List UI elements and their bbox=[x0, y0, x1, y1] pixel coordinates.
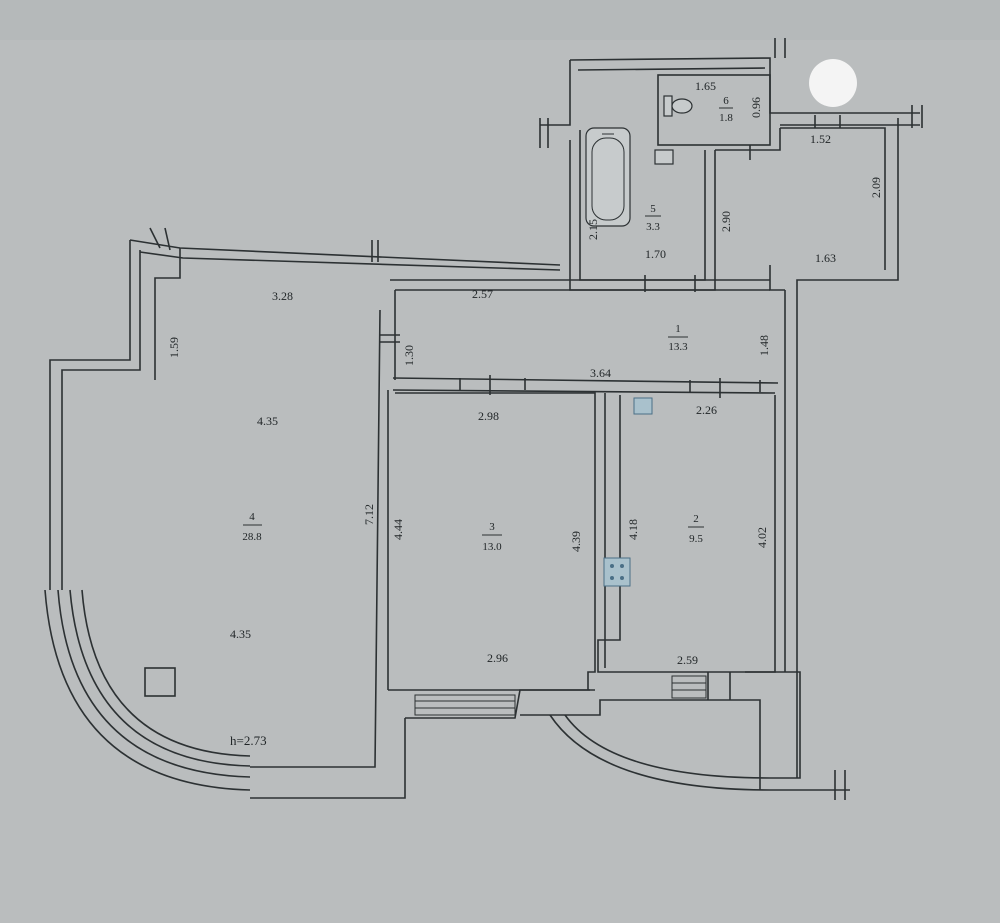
svg-text:6: 6 bbox=[723, 95, 729, 107]
dim-hall-right: 2.09 bbox=[869, 177, 883, 198]
dim-living-top: 3.28 bbox=[272, 289, 293, 303]
room-label-living: 4 28.8 bbox=[242, 511, 262, 543]
dim-wc-top: 1.65 bbox=[695, 79, 716, 93]
dim-corridor-entry: 1.30 bbox=[402, 345, 416, 366]
room-label-kitchen: 2 9.5 bbox=[688, 513, 704, 545]
dim-bedroom-left: 4.44 bbox=[391, 519, 405, 540]
sink-icon bbox=[654, 149, 674, 165]
dim-living-left-upper: 1.59 bbox=[167, 337, 181, 358]
room-label-bathroom: 5 3.3 bbox=[645, 203, 661, 233]
dim-hall-bottom: 1.63 bbox=[815, 251, 836, 265]
dim-kitchen-bottom: 2.59 bbox=[677, 653, 698, 667]
svg-text:4: 4 bbox=[249, 511, 255, 523]
paper-shadow-top bbox=[0, 0, 1000, 40]
dim-bath-right: 2.90 bbox=[719, 211, 733, 232]
svg-text:3: 3 bbox=[489, 521, 495, 533]
dim-bath-bottom: 1.70 bbox=[645, 247, 666, 261]
dim-corridor-right: 1.48 bbox=[757, 335, 771, 356]
dim-hall-top: 1.52 bbox=[810, 132, 831, 146]
svg-text:13.0: 13.0 bbox=[482, 541, 502, 553]
door-threshold bbox=[671, 675, 707, 699]
dim-living-mid-lower: 4.35 bbox=[230, 627, 251, 641]
dim-kitchen-top: 2.26 bbox=[696, 403, 717, 417]
room-label-bedroom: 3 13.0 bbox=[482, 521, 502, 553]
svg-text:28.8: 28.8 bbox=[242, 531, 262, 543]
fixtures bbox=[144, 59, 857, 699]
vent-shaft-icon bbox=[144, 667, 176, 697]
svg-text:5: 5 bbox=[650, 203, 656, 215]
room-label-wc: 6 1.8 bbox=[719, 95, 733, 124]
dim-kitchen-right: 4.02 bbox=[755, 527, 769, 548]
dim-corridor-top: 2.57 bbox=[472, 287, 493, 301]
svg-text:9.5: 9.5 bbox=[689, 533, 703, 545]
svg-text:13.3: 13.3 bbox=[668, 341, 688, 353]
dim-living-right: 7.12 bbox=[362, 504, 376, 525]
bathtub-icon bbox=[585, 127, 631, 227]
dim-bedroom-bottom: 2.96 bbox=[487, 651, 508, 665]
dimension-labels: 3.28 1.59 4.35 4.35 7.12 1.30 2.57 3.64 … bbox=[167, 79, 883, 667]
dim-bedroom-top: 2.98 bbox=[478, 409, 499, 423]
dim-wc-side: 0.96 bbox=[749, 97, 763, 118]
dim-bedroom-right: 4.39 bbox=[569, 531, 583, 552]
redaction-mark bbox=[809, 59, 857, 107]
svg-text:1.8: 1.8 bbox=[719, 112, 733, 124]
stove-icon bbox=[603, 557, 631, 587]
dim-kitchen-left: 4.18 bbox=[626, 519, 640, 540]
svg-text:2: 2 bbox=[693, 513, 699, 525]
toilet-icon bbox=[663, 95, 693, 117]
exterior-walls bbox=[44, 57, 920, 799]
kitchen-sink-icon bbox=[633, 397, 653, 415]
dim-corridor-bottom: 3.64 bbox=[590, 366, 611, 380]
wall-ticks bbox=[149, 38, 923, 800]
room-labels: 4 28.8 3 13.0 2 9.5 1 13.3 5 3.3 6 1.8 bbox=[242, 95, 733, 553]
svg-text:3.3: 3.3 bbox=[646, 221, 660, 233]
room-label-corridor: 1 13.3 bbox=[668, 323, 688, 353]
svg-text:1: 1 bbox=[675, 323, 681, 335]
dim-living-mid-upper: 4.35 bbox=[257, 414, 278, 428]
ceiling-height-label: h=2.73 bbox=[230, 733, 267, 748]
dim-bath-left: 2.15 bbox=[586, 219, 600, 240]
